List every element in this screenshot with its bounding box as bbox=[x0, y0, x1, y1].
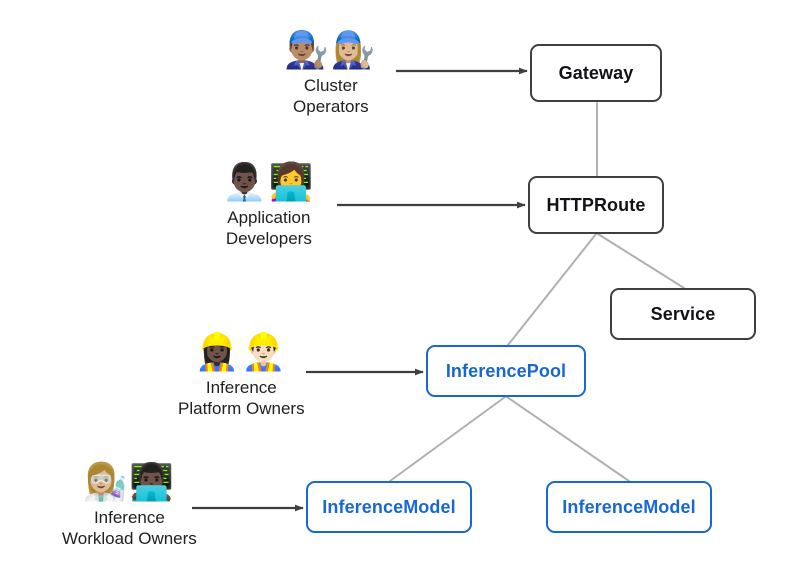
persona-label: Application Developers bbox=[225, 208, 312, 248]
persona-label: Cluster Operators bbox=[293, 76, 369, 116]
node-pool[interactable]: InferencePool bbox=[426, 345, 586, 397]
persona-avatar-icon: 👨🏽‍🔧👩🏼‍🔧 bbox=[284, 30, 378, 71]
node-model-left[interactable]: InferenceModel bbox=[306, 481, 472, 533]
persona-label: Inference Workload Owners bbox=[62, 508, 197, 548]
link-httproute-service bbox=[597, 233, 685, 289]
persona-application-developers: 👨🏿‍💼👩‍💻 Application Developers bbox=[222, 162, 316, 249]
link-inferencepool-model-right bbox=[506, 396, 630, 482]
node-gateway[interactable]: Gateway bbox=[530, 44, 662, 102]
persona-avatar-icon: 👨🏿‍💼👩‍💻 bbox=[222, 162, 316, 203]
link-inferencepool-model-left bbox=[389, 396, 506, 482]
link-httproute-inferencepool bbox=[507, 233, 597, 346]
node-label: InferenceModel bbox=[322, 496, 456, 517]
persona-inference-platform-owners: 👷🏿‍♀️👷🏻‍♂️ Inference Platform Owners bbox=[178, 332, 305, 419]
node-label: InferenceModel bbox=[562, 496, 696, 517]
persona-arrow-layer bbox=[192, 67, 528, 512]
node-label: Service bbox=[650, 303, 716, 324]
node-label: HTTPRoute bbox=[546, 194, 646, 215]
persona-cluster-operators: 👨🏽‍🔧👩🏼‍🔧 Cluster Operators bbox=[284, 30, 378, 117]
persona-avatar-icon: 👩🏼‍🔬👨🏿‍💻 bbox=[82, 462, 177, 503]
node-model-right[interactable]: InferenceModel bbox=[546, 481, 712, 533]
node-label: Gateway bbox=[558, 62, 634, 83]
persona-inference-workload-owners: 👩🏼‍🔬👨🏿‍💻 Inference Workload Owners bbox=[62, 462, 197, 549]
persona-label: Inference Platform Owners bbox=[178, 378, 305, 418]
persona-avatar-icon: 👷🏿‍♀️👷🏻‍♂️ bbox=[194, 332, 289, 373]
node-label: InferencePool bbox=[445, 360, 567, 381]
node-service[interactable]: Service bbox=[610, 288, 756, 340]
node-httproute[interactable]: HTTPRoute bbox=[528, 176, 664, 234]
